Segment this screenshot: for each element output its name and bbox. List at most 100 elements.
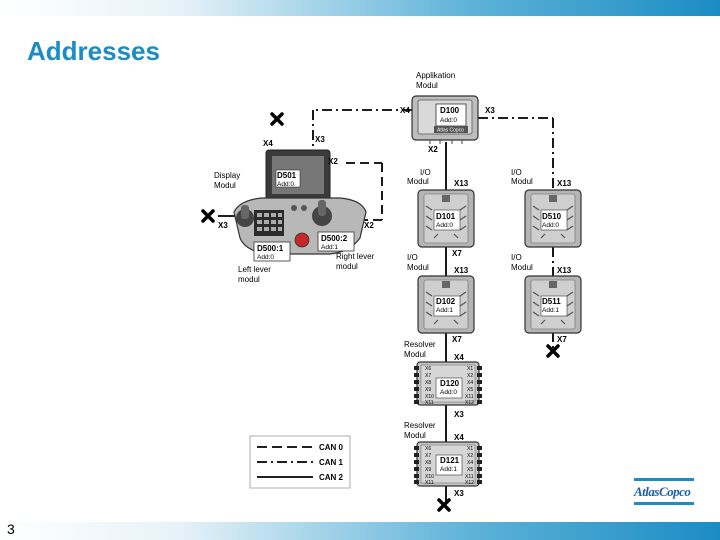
io4-addr: Add:1 xyxy=(542,307,559,314)
termination-cross-icon xyxy=(201,209,215,223)
connector-label: X4 xyxy=(454,353,464,362)
resolver-pin-label: X11 xyxy=(425,480,434,486)
applikation-label: Applikation xyxy=(416,71,455,80)
left-lever-tag xyxy=(253,241,291,262)
termination-cross-icon xyxy=(546,344,560,358)
io1-addr: Add:0 xyxy=(436,222,453,229)
resolver-pin-label: X10 xyxy=(425,394,434,400)
resolver1-label-2: Modul xyxy=(404,350,426,359)
resolver-pin-label: X1 xyxy=(467,446,473,452)
connector-label: X3 xyxy=(485,106,495,115)
connector-label: X3 xyxy=(315,135,325,144)
left-lever-label-2: modul xyxy=(238,275,260,284)
page-number: 3 xyxy=(7,521,15,537)
display-label: Display xyxy=(214,171,240,180)
io3-label-2: Modul xyxy=(511,177,533,186)
resolver-pin-label: X10 xyxy=(425,474,434,480)
resolver-module xyxy=(414,361,482,406)
resolver2-id: D121 xyxy=(440,456,460,465)
connector-label: X3 xyxy=(454,489,464,498)
resolver1-id: D120 xyxy=(440,379,460,388)
resolver-pin-label: X8 xyxy=(425,460,431,466)
applikation-module xyxy=(411,95,479,144)
resolver-pin-label: X8 xyxy=(425,380,431,386)
resolver-pin-label: X2 xyxy=(467,373,473,379)
io2-addr: Add:1 xyxy=(436,307,453,314)
resolver-pin-label: X9 xyxy=(425,467,431,473)
right-lever-tag xyxy=(317,231,355,252)
connector-label: X4 xyxy=(263,139,273,148)
right-lever-label-2: modul xyxy=(336,262,358,271)
io3-id: D510 xyxy=(542,212,562,221)
applikation-id: D100 xyxy=(440,106,460,115)
io4-label: I/O xyxy=(511,253,522,262)
right-lever-id: D500:2 xyxy=(321,234,348,243)
io-module xyxy=(417,189,475,248)
legend-can1-label: CAN 1 xyxy=(319,458,344,467)
connector-label: X4 xyxy=(400,106,410,115)
io2-label-2: Modul xyxy=(407,263,429,272)
resolver-pin-label: X9 xyxy=(425,387,431,393)
io1-id: D101 xyxy=(436,212,456,221)
resolver-pin-label: X6 xyxy=(425,446,431,452)
connector-label: X2 xyxy=(364,221,374,230)
connector-label: X3 xyxy=(454,410,464,419)
termination-cross-icon xyxy=(270,112,284,126)
bottom-gradient-bar xyxy=(0,522,720,540)
resolver-pin-label: X12 xyxy=(465,480,474,486)
resolver2-addr: Add:1 xyxy=(440,466,457,473)
left-lever-addr: Add:0 xyxy=(257,254,274,261)
io3-label: I/O xyxy=(511,168,522,177)
top-gradient-bar xyxy=(0,0,720,16)
resolver-pin-label: X7 xyxy=(425,453,431,459)
io2-label: I/O xyxy=(407,253,418,262)
display-addr: Add:0 xyxy=(277,181,294,188)
resolver-pin-label: X4 xyxy=(467,380,473,386)
connector-label: X4 xyxy=(454,433,464,442)
termination-cross-icon xyxy=(437,498,451,512)
resolver1-label: Resolver xyxy=(404,340,436,349)
display-id: D501 xyxy=(277,171,297,180)
legend xyxy=(249,435,351,489)
resolver-pin-label: X12 xyxy=(465,400,474,406)
logo-text: AtlasCopco xyxy=(634,484,691,499)
io-module xyxy=(417,275,475,334)
connector-label: X2 xyxy=(428,145,438,154)
legend-can2-label: CAN 2 xyxy=(319,473,344,482)
connector-label: X3 xyxy=(218,221,228,230)
resolver2-label: Resolver xyxy=(404,421,436,430)
io3-addr: Add:0 xyxy=(542,222,559,229)
connector-label: X7 xyxy=(452,335,462,344)
io4-label-2: Modul xyxy=(511,263,533,272)
resolver-pin-label: X7 xyxy=(425,373,431,379)
connector-label: X7 xyxy=(557,335,567,344)
connector-label: X13 xyxy=(454,266,469,275)
resolver-pin-label: X2 xyxy=(467,453,473,459)
legend-can0-label: CAN 0 xyxy=(319,443,344,452)
left-lever-label: Left lever xyxy=(238,265,271,274)
resolver-pin-label: X4 xyxy=(467,460,473,466)
io2-id: D102 xyxy=(436,297,456,306)
resolver-pin-label: X11 xyxy=(465,394,474,400)
connector-label: X13 xyxy=(557,266,572,275)
resolver-pin-label: X6 xyxy=(425,366,431,372)
resolver-pin-label: X11 xyxy=(425,400,434,406)
resolver2-label-2: Modul xyxy=(404,431,426,440)
applikation-brand: Atlas Copco xyxy=(437,128,464,134)
io1-label-2: Modul xyxy=(407,177,429,186)
io4-id: D511 xyxy=(542,297,561,306)
display-label-2: Modul xyxy=(214,181,236,190)
resolver-module xyxy=(414,441,482,487)
left-lever-id: D500:1 xyxy=(257,244,284,253)
connector-label: X13 xyxy=(454,179,469,188)
resolver-pin-label: X11 xyxy=(465,474,474,480)
connector-label: X7 xyxy=(452,249,462,258)
resolver-pin-label: X5 xyxy=(467,467,473,473)
applikation-label-2: Modul xyxy=(416,81,438,90)
resolver-pin-label: X5 xyxy=(467,387,473,393)
resolver1-addr: Add:0 xyxy=(440,389,457,396)
io-module xyxy=(524,275,582,334)
io1-label: I/O xyxy=(420,168,431,177)
io-module xyxy=(524,189,582,248)
